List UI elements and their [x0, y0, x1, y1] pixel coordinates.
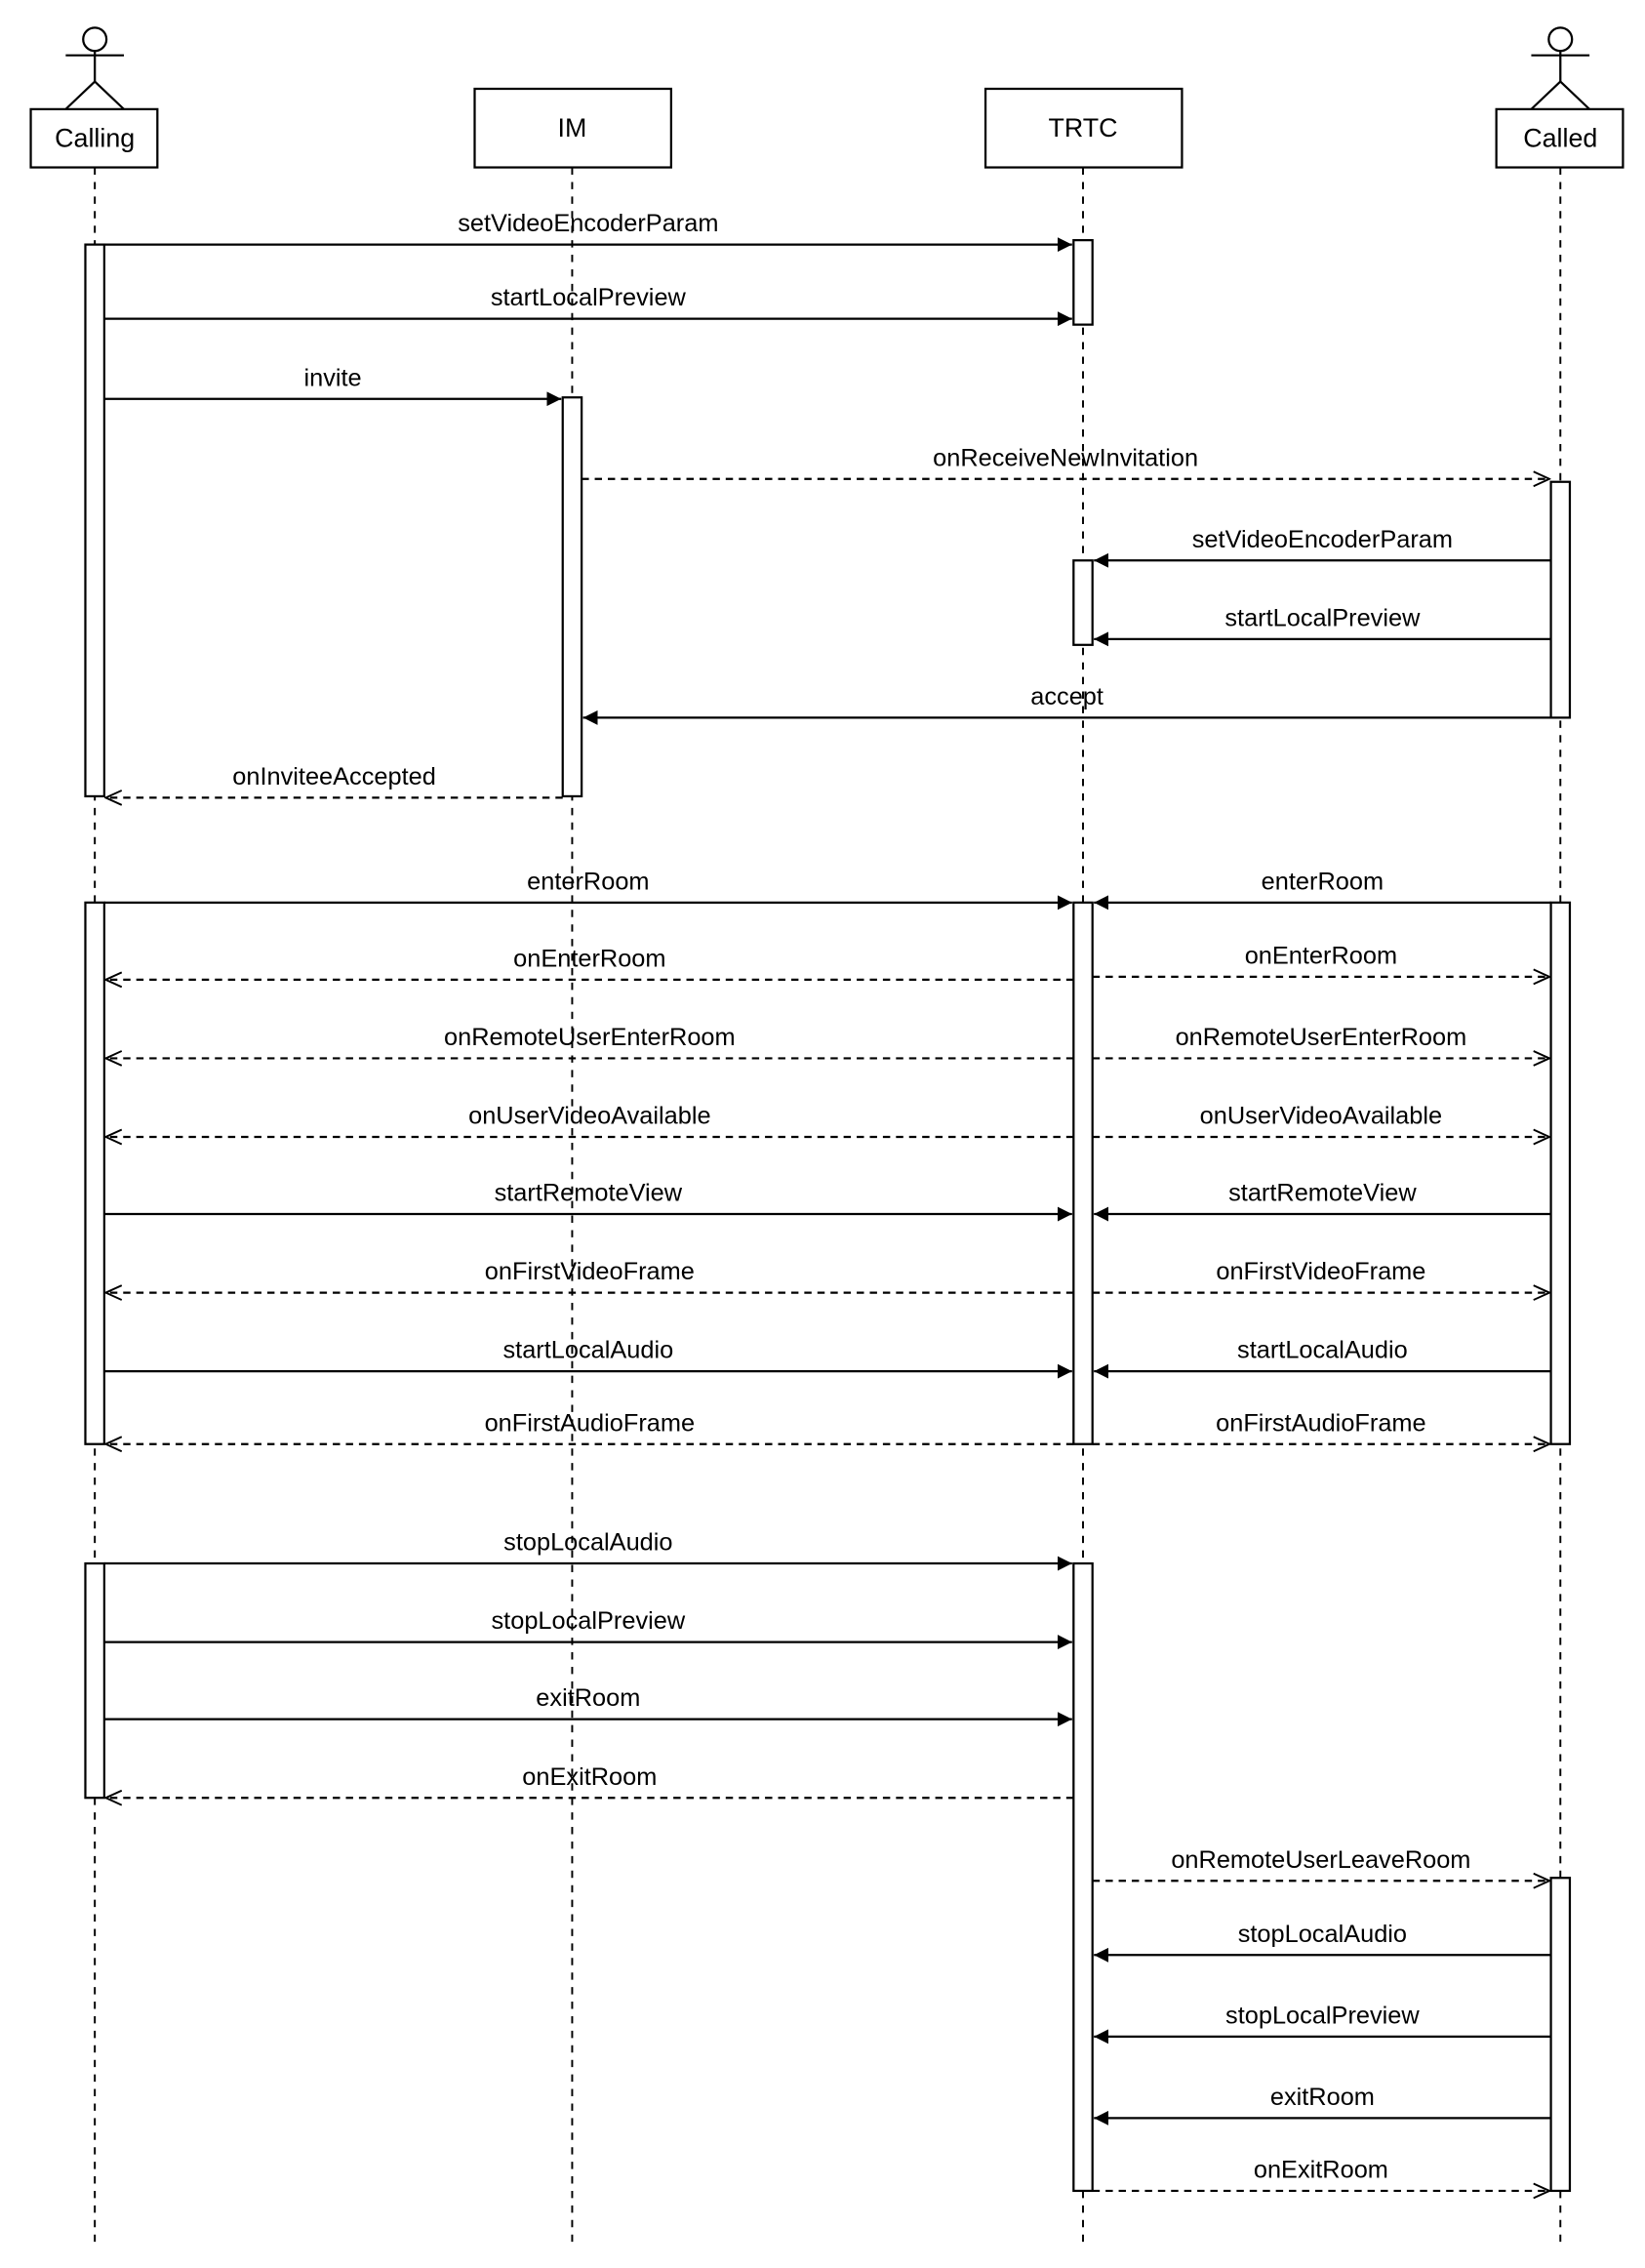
message-call: enterRoom [1094, 868, 1551, 911]
message-call: setVideoEncoderParam [1094, 526, 1551, 568]
participant-box [473, 87, 672, 169]
participant-label: Called [1523, 124, 1597, 153]
message-call: startLocalPreview [103, 284, 1072, 327]
message-label: onEnterRoom [1245, 942, 1397, 969]
message-call: accept [582, 683, 1551, 725]
message-call: startRemoteView [103, 1180, 1072, 1222]
message-return: onFirstVideoFrame [1092, 1258, 1549, 1292]
message-label: startLocalPreview [1224, 604, 1421, 631]
message-label: exitRoom [536, 1684, 640, 1712]
message-call: setVideoEncoderParam [103, 210, 1072, 253]
message-label: startRemoteView [495, 1180, 683, 1207]
message-label: startRemoteView [1228, 1180, 1417, 1207]
message-label: stopLocalPreview [1225, 2002, 1420, 2029]
message-return: onFirstAudioFrame [1092, 1409, 1549, 1443]
message-label: setVideoEncoderParam [458, 210, 718, 237]
message-return: onRemoteUserEnterRoom [105, 1024, 1074, 1058]
message-label: onRemoteUserEnterRoom [444, 1024, 736, 1051]
message-call: exitRoom [103, 1684, 1072, 1727]
message-return: onFirstAudioFrame [105, 1409, 1074, 1443]
message-call: stopLocalAudio [103, 1529, 1072, 1571]
message-call: exitRoom [1094, 2084, 1551, 2126]
participant-trtc: TRTC [983, 87, 1184, 169]
message-return: onUserVideoAvailable [1092, 1103, 1549, 1137]
message-label: enterRoom [1262, 868, 1384, 895]
message-label: onEnterRoom [513, 945, 665, 972]
participant-box [1495, 107, 1625, 169]
message-label: stopLocalAudio [503, 1529, 672, 1557]
message-label: onExitRoom [522, 1763, 657, 1791]
activation-bar-trtc [1072, 901, 1094, 1445]
participant-calling: Calling [29, 26, 159, 169]
message-label: onFirstAudioFrame [485, 1409, 696, 1437]
message-label: onInviteeAccepted [232, 763, 436, 790]
message-label: stopLocalAudio [1238, 1921, 1407, 1948]
message-return: onUserVideoAvailable [105, 1103, 1074, 1137]
participant-label: IM [558, 113, 587, 142]
activation-bar-trtc [1072, 559, 1094, 646]
participant-box [983, 87, 1184, 169]
message-return: onReceiveNewInvitation [582, 444, 1549, 478]
participant-label: Calling [55, 124, 135, 153]
message-label: onRemoteUserLeaveRoom [1171, 1846, 1470, 1874]
activation-bar-called [1549, 480, 1572, 719]
message-call: enterRoom [103, 868, 1072, 911]
participant-called: Called [1495, 26, 1625, 169]
message-label: exitRoom [1270, 2084, 1375, 2111]
activation-bar-calling [84, 901, 105, 1445]
message-label: startLocalAudio [1237, 1337, 1408, 1364]
message-label: setVideoEncoderParam [1192, 526, 1453, 553]
participant-box [29, 107, 159, 169]
message-return: onInviteeAccepted [105, 763, 563, 797]
message-call: stopLocalAudio [1094, 1921, 1551, 1963]
message-label: accept [1030, 683, 1103, 710]
message-return: onExitRoom [105, 1763, 1074, 1798]
message-return: onEnterRoom [1092, 942, 1549, 976]
message-label: invite [303, 364, 361, 391]
actor-icon [64, 26, 125, 110]
message-call: stopLocalPreview [103, 1607, 1072, 1650]
message-label: onReceiveNewInvitation [933, 444, 1198, 471]
message-return: onRemoteUserEnterRoom [1092, 1024, 1549, 1058]
message-return: onExitRoom [1092, 2157, 1549, 2191]
activation-bar-im [561, 396, 583, 798]
message-call: stopLocalPreview [1094, 2002, 1551, 2045]
message-call: invite [103, 364, 562, 407]
message-label: startLocalAudio [502, 1337, 673, 1364]
message-label: onUserVideoAvailable [1200, 1103, 1442, 1130]
activation-bar-called [1549, 1877, 1572, 2193]
participant-im: IM [473, 87, 672, 169]
message-return: onRemoteUserLeaveRoom [1092, 1846, 1549, 1881]
message-call: startLocalPreview [1094, 604, 1551, 647]
message-label: onUserVideoAvailable [468, 1103, 710, 1130]
participant-label: TRTC [1048, 113, 1117, 142]
activation-bar-called [1549, 901, 1572, 1445]
activation-bar-trtc [1072, 1561, 1094, 2193]
message-label: startLocalPreview [491, 284, 687, 311]
activation-bar-calling [84, 1561, 105, 1800]
message-label: onRemoteUserEnterRoom [1176, 1024, 1467, 1051]
message-label: onFirstAudioFrame [1216, 1409, 1426, 1437]
message-return: onFirstVideoFrame [105, 1258, 1074, 1292]
message-call: startLocalAudio [1094, 1337, 1551, 1379]
message-label: stopLocalPreview [492, 1607, 686, 1635]
message-label: onExitRoom [1254, 2157, 1388, 2184]
message-label: enterRoom [527, 868, 649, 895]
actor-icon [1530, 26, 1590, 110]
message-label: onFirstVideoFrame [1216, 1258, 1425, 1285]
activation-bar-trtc [1072, 239, 1094, 326]
message-call: startRemoteView [1094, 1180, 1551, 1222]
activation-bar-calling [84, 243, 105, 798]
message-return: onEnterRoom [105, 945, 1074, 979]
message-call: startLocalAudio [103, 1337, 1072, 1379]
message-label: onFirstVideoFrame [485, 1258, 695, 1285]
